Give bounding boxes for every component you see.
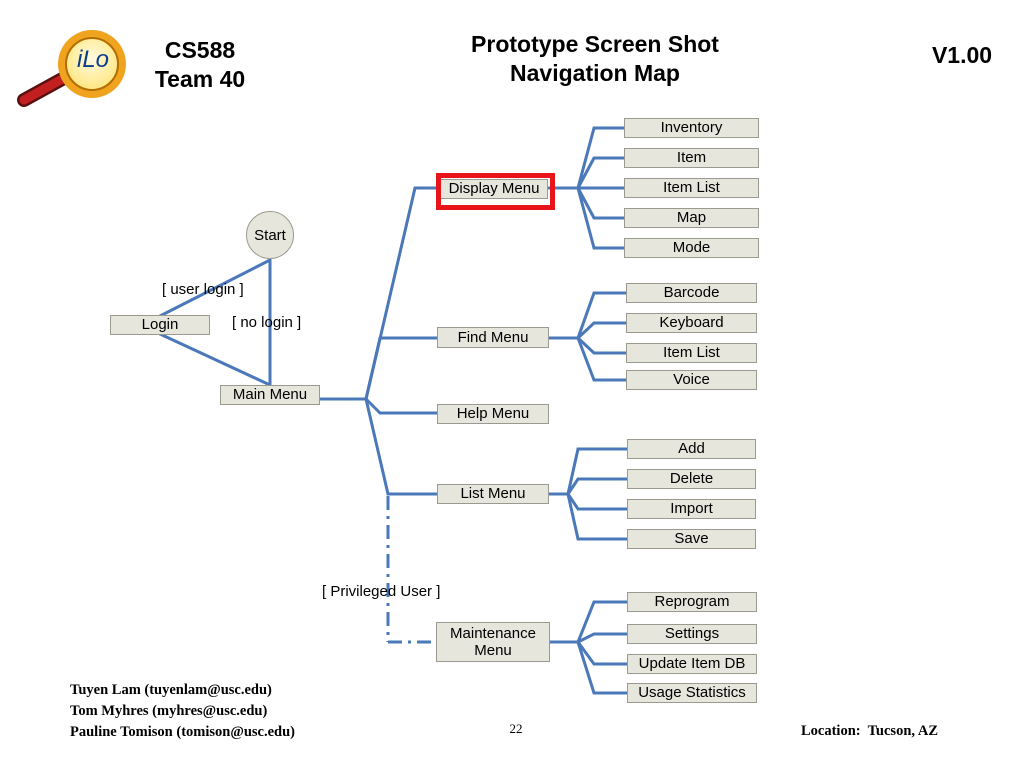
author-1: Tuyen Lam (tuyenlam@usc.edu) (70, 682, 272, 698)
maintenance-item-update-item-db: Update Item DB (627, 654, 757, 674)
location-label: Location: Tucson, AZ (801, 723, 938, 739)
edge-privileged (386, 496, 436, 644)
ilo-logo: iLo (16, 26, 132, 110)
maintenance-menu-line1: Maintenance (450, 624, 536, 642)
find-menu-node: Find Menu (437, 327, 549, 348)
maintenance-item-reprogram: Reprogram (627, 592, 757, 612)
course-code: CS588 (164, 37, 236, 63)
list-item-add: Add (627, 439, 756, 459)
page-title-line1: Prototype Screen Shot (471, 31, 719, 57)
list-menu-node: List Menu (437, 484, 549, 504)
maintenance-menu-node: Maintenance Menu (436, 622, 550, 662)
display-item-map: Map (624, 208, 759, 228)
author-2: Tom Myhres (myhres@usc.edu) (70, 703, 268, 719)
find-item-item-list: Item List (626, 343, 757, 363)
display-menu-node: Display Menu (440, 179, 548, 199)
start-label: Start (254, 226, 286, 244)
list-item-save: Save (627, 529, 756, 549)
maintenance-item-usage-statistics: Usage Statistics (627, 683, 757, 703)
display-item-mode: Mode (624, 238, 759, 258)
find-item-barcode: Barcode (626, 283, 757, 303)
team-name: Team 40 (154, 65, 246, 92)
page-title: Prototype Screen Shot Navigation Map (420, 30, 770, 88)
display-item-inventory: Inventory (624, 118, 759, 138)
start-node: Start (246, 211, 294, 259)
edge-to-list (364, 397, 390, 496)
list-item-import: Import (627, 499, 756, 519)
magnifier-logo-icon (17, 30, 126, 107)
list-item-delete: Delete (627, 469, 756, 489)
find-item-voice: Voice (626, 370, 757, 390)
edge-to-help (364, 397, 382, 415)
find-item-keyboard: Keyboard (626, 313, 757, 333)
display-item-item: Item (624, 148, 759, 168)
display-item-item-list: Item List (624, 178, 759, 198)
maintenance-item-settings: Settings (627, 624, 757, 644)
page-number: 22 (509, 721, 523, 736)
edge-label-privileged-user: [ Privileged User ] (322, 583, 441, 600)
edge-to-find (364, 336, 382, 401)
help-menu-node: Help Menu (437, 404, 549, 424)
edge-start-login (158, 258, 272, 318)
display-menu-highlight (436, 173, 555, 210)
course-title: CS588 Team 40 (128, 36, 272, 94)
page-title-line2: Navigation Map (510, 59, 680, 86)
author-3: Pauline Tomison (tomison@usc.edu) (70, 724, 295, 740)
main-menu-node: Main Menu (220, 385, 320, 405)
version-label: V1.00 (931, 42, 993, 68)
maintenance-menu-line2: Menu (474, 642, 512, 659)
edge-label-no-login: [ no login ] (232, 314, 302, 331)
logo-text: iLo (76, 46, 110, 73)
login-node: Login (110, 315, 210, 335)
edge-label-user-login: [ user login ] (162, 281, 244, 298)
edge-login-main-menu (158, 332, 272, 387)
